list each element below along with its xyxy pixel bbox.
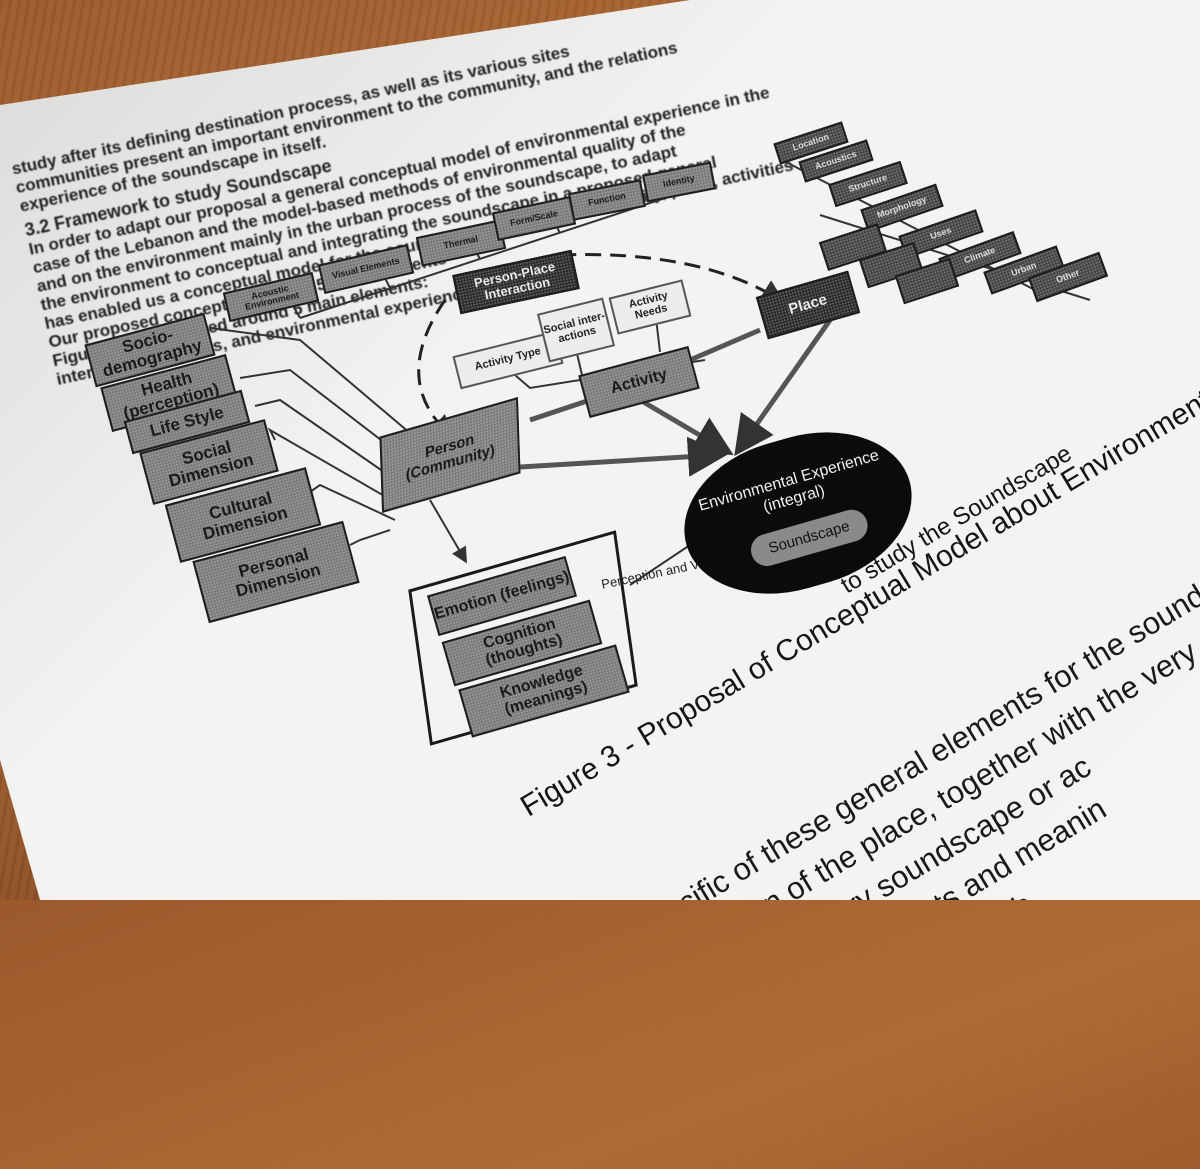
- paper-sheet: study after its defining destination pro…: [0, 0, 1200, 900]
